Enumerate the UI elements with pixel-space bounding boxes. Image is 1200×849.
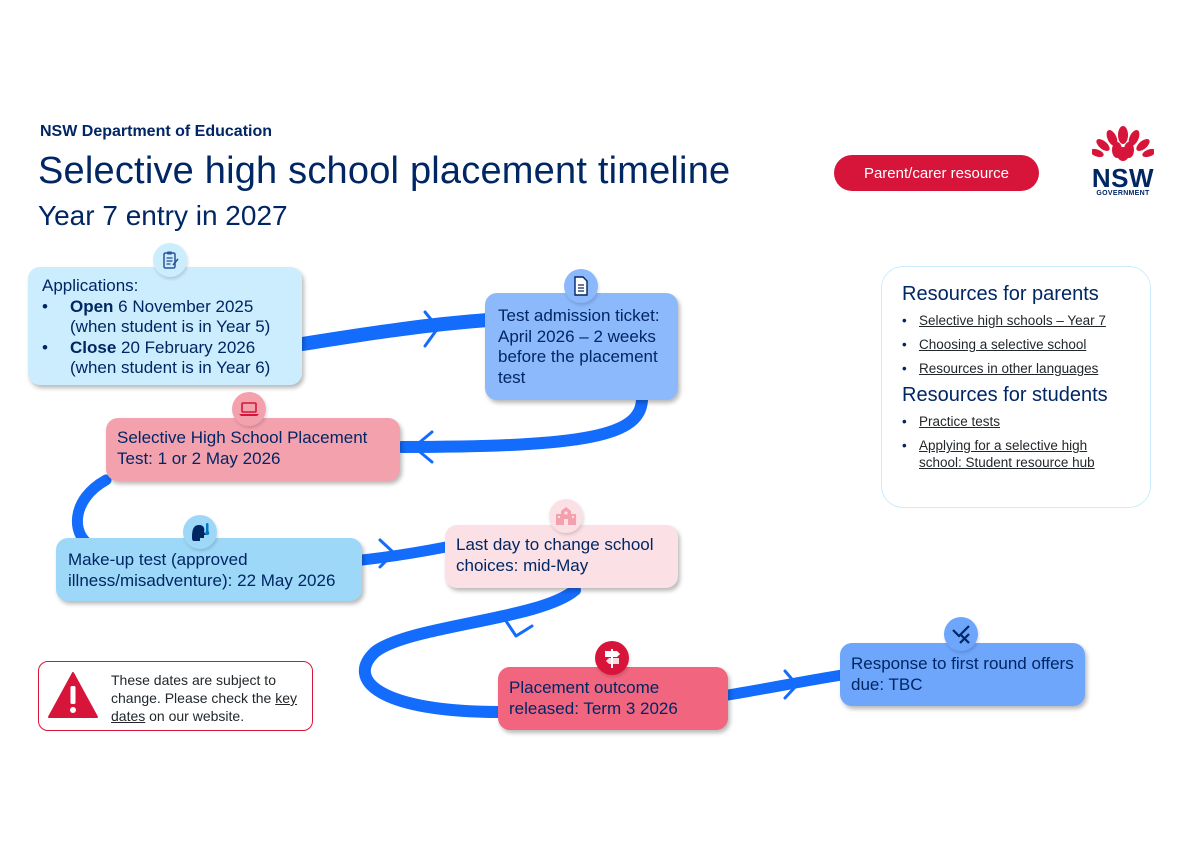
open-note: (when student is in Year 5): [70, 317, 271, 336]
resources-panel: Resources for parents Selective high sch…: [881, 266, 1151, 508]
parents-resources-heading: Resources for parents: [902, 283, 1099, 305]
document-icon: [564, 269, 598, 303]
logo-wordmark: NSW: [1091, 163, 1155, 193]
notice-text-before: These dates are subject to change. Pleas…: [111, 672, 276, 706]
department-name: NSW Department of Education: [40, 123, 273, 140]
close-note: (when student is in Year 6): [70, 358, 271, 377]
change-choices-card: Last day to change school choices: mid-M…: [445, 525, 678, 588]
badge-label: Parent/carer resource: [863, 164, 1010, 182]
makeup-test-text: Make-up test (approved illness/misadvent…: [68, 550, 336, 590]
resource-link-item: Choosing a selective school: [902, 336, 1130, 353]
resource-link-selective-high-schools[interactable]: Selective high schools – Year 7: [919, 313, 1106, 328]
resource-link-student-hub[interactable]: Applying for a selective high school: St…: [919, 438, 1095, 470]
placement-test-card: Selective High School Placement Test: 1 …: [106, 418, 400, 481]
parents-resources-list: Selective high schools – Year 7 Choosing…: [902, 312, 1130, 377]
applications-list: Open 6 November 2025(when student is in …: [42, 297, 288, 379]
response-icon: [944, 617, 978, 651]
students-resources-list: Practice tests Applying for a selective …: [902, 413, 1130, 471]
close-label: Close: [70, 337, 117, 357]
logo-subtext: GOVERNMENT: [1096, 190, 1150, 197]
notice-text: These dates are subject to change. Pleas…: [111, 671, 309, 725]
resource-link-item: Practice tests: [902, 413, 1130, 430]
key-dates-link[interactable]: key dates: [111, 690, 298, 724]
resource-link-item: Applying for a selective high school: St…: [902, 437, 1130, 471]
close-date: 20 February 2026: [116, 337, 256, 357]
signpost-icon: [595, 641, 629, 675]
applications-close: Close 20 February 2026(when student is i…: [42, 338, 288, 379]
admission-ticket-text: Test admission ticket: April 2026 – 2 we…: [498, 306, 660, 387]
resource-link-other-languages[interactable]: Resources in other languages: [919, 361, 1099, 376]
applications-open: Open 6 November 2025(when student is in …: [42, 297, 288, 338]
head-thermometer-icon: [183, 515, 217, 549]
notice-text-after: on our website.: [145, 708, 245, 724]
dates-notice: These dates are subject to change. Pleas…: [38, 661, 313, 731]
clipboard-icon: [153, 243, 187, 277]
laptop-icon: [232, 392, 266, 426]
resource-link-item: Resources in other languages: [902, 360, 1130, 377]
students-resources-heading: Resources for students: [902, 384, 1108, 406]
open-label: Open: [70, 296, 114, 316]
change-choices-text: Last day to change school choices: mid-M…: [456, 535, 654, 575]
warning-icon: [48, 672, 98, 718]
page-subtitle: Year 7 entry in 2027: [38, 200, 288, 231]
open-date: 6 November 2025: [113, 296, 254, 316]
resource-link-choosing-school[interactable]: Choosing a selective school: [919, 337, 1087, 352]
applications-heading: Applications:: [42, 276, 139, 295]
resource-link-item: Selective high schools – Year 7: [902, 312, 1130, 329]
response-card: Response to first round offers due: TBC: [840, 643, 1085, 706]
resource-link-practice-tests[interactable]: Practice tests: [919, 414, 1001, 429]
makeup-test-card: Make-up test (approved illness/misadvent…: [56, 538, 362, 601]
admission-ticket-card: Test admission ticket: April 2026 – 2 we…: [485, 293, 678, 400]
response-text: Response to first round offers due: TBC: [851, 654, 1074, 694]
placement-test-text: Selective High School Placement Test: 1 …: [117, 428, 368, 468]
school-icon: [549, 499, 583, 533]
waratah-icon: [1090, 126, 1156, 161]
placement-outcome-card: Placement outcome released: Term 3 2026: [498, 667, 728, 730]
parent-carer-badge: Parent/carer resource: [834, 155, 1039, 191]
applications-card: Applications: Open 6 November 2025(when …: [28, 267, 302, 385]
page-title: Selective high school placement timeline: [38, 150, 731, 192]
nsw-government-logo: NSW GOVERNMENT: [1088, 125, 1158, 197]
placement-outcome-text: Placement outcome released: Term 3 2026: [509, 678, 678, 718]
